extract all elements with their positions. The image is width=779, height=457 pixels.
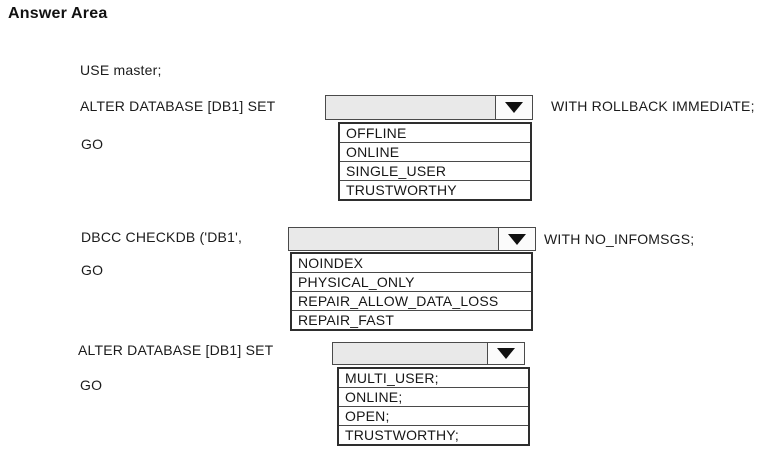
dropdown-2[interactable] [288, 227, 536, 251]
dropdown-3-option[interactable]: ONLINE; [339, 387, 528, 406]
dropdown-1[interactable] [325, 95, 533, 120]
dropdown-3-option[interactable]: TRUSTWORTHY; [339, 425, 528, 444]
dropdown-3-option[interactable]: OPEN; [339, 406, 528, 425]
dropdown-arrow-icon [505, 102, 523, 113]
dropdown-1-option[interactable]: SINGLE_USER [340, 161, 530, 180]
dropdown-3-value[interactable] [333, 343, 487, 364]
dropdown-1-option[interactable]: TRUSTWORTHY [340, 180, 530, 199]
dropdown-1-option[interactable]: OFFLINE [346, 125, 407, 141]
dropdown-2-option[interactable]: NOINDEX [298, 255, 364, 271]
statement-1-label: ALTER DATABASE [DB1] SET [80, 98, 276, 114]
sql-line-use: USE master; [80, 62, 162, 78]
dropdown-1-option-list: OFFLINE ONLINE SINGLE_USER TRUSTWORTHY [338, 122, 532, 201]
dropdown-3[interactable] [332, 342, 525, 365]
answer-area-heading: Answer Area [8, 5, 108, 22]
dropdown-2-value[interactable] [289, 228, 498, 250]
statement-2-go: GO [81, 262, 104, 278]
statement-2-suffix: WITH NO_INFOMSGS; [544, 231, 695, 247]
dropdown-2-arrow-button[interactable] [498, 228, 535, 250]
statement-3-label: ALTER DATABASE [DB1] SET [78, 342, 274, 358]
dropdown-2-option[interactable]: PHYSICAL_ONLY [292, 272, 531, 291]
dropdown-2-option[interactable]: REPAIR_FAST [292, 310, 531, 329]
dropdown-arrow-icon [497, 348, 515, 359]
statement-1-go: GO [81, 136, 104, 152]
statement-2-label: DBCC CHECKDB ('DB1', [81, 229, 243, 245]
dropdown-3-arrow-button[interactable] [487, 343, 524, 364]
dropdown-2-option[interactable]: REPAIR_ALLOW_DATA_LOSS [292, 291, 531, 310]
dropdown-2-option-list: NOINDEX PHYSICAL_ONLY REPAIR_ALLOW_DATA_… [290, 252, 533, 331]
dropdown-arrow-icon [508, 233, 526, 245]
dropdown-3-option-list: MULTI_USER; ONLINE; OPEN; TRUSTWORTHY; [337, 367, 530, 446]
dropdown-1-value[interactable] [326, 96, 495, 119]
statement-1-suffix: WITH ROLLBACK IMMEDIATE; [551, 98, 755, 114]
dropdown-1-option[interactable]: ONLINE [340, 142, 530, 161]
dropdown-1-arrow-button[interactable] [495, 96, 532, 119]
statement-3-go: GO [80, 377, 103, 393]
dropdown-3-option[interactable]: MULTI_USER; [345, 370, 439, 386]
